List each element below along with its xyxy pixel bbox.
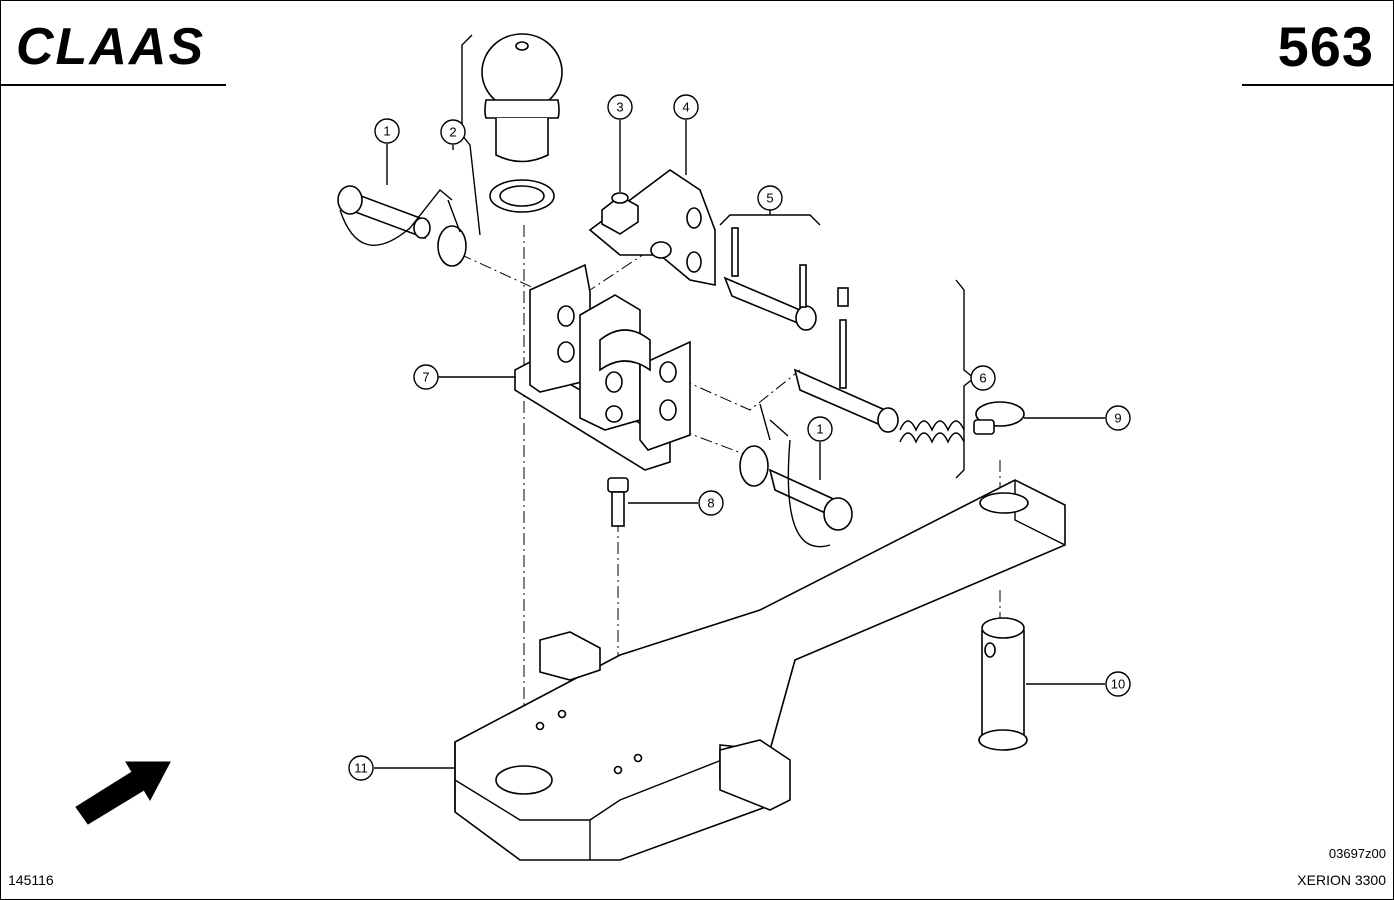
callout-8: 8: [698, 490, 724, 516]
document-id: 145116: [8, 872, 54, 888]
callout-label: 5: [766, 191, 773, 206]
part-pin-6: [793, 287, 965, 444]
callout-label: 2: [449, 125, 456, 140]
callout-7: 7: [413, 364, 439, 390]
brand-logo-text: CLAAS: [16, 18, 205, 74]
part-linch-pin-lower: [739, 403, 853, 548]
arrow-up-right-icon: [75, 761, 171, 825]
header-rule-right: [1242, 84, 1394, 86]
callout-leaders: [374, 120, 1105, 769]
part-linch-pin-upper: [337, 185, 467, 267]
callout-label: 4: [682, 100, 689, 115]
callout-9: 9: [1105, 405, 1131, 431]
part-pin-5: [723, 227, 817, 331]
callout-3: 3: [607, 94, 633, 120]
callout-1-upper: 1: [374, 118, 400, 144]
brand-logo: CLAAS: [12, 18, 238, 76]
callout-label: 6: [979, 371, 986, 386]
model-name: XERION 3300: [1297, 872, 1386, 888]
callout-label: 3: [616, 100, 623, 115]
part-pivot-pin: [978, 617, 1028, 751]
header-rule-left: [0, 84, 226, 86]
part-ball-head: [481, 33, 563, 213]
callout-4: 4: [673, 94, 699, 120]
callout-label: 8: [707, 496, 714, 511]
page-number: 563: [1277, 15, 1374, 78]
part-jaw-block: [588, 169, 716, 286]
part-lynch-pin: [973, 401, 1025, 435]
callout-5: 5: [757, 185, 783, 211]
drawing-reference: 03697z00: [1328, 846, 1386, 861]
callout-label: 1: [383, 124, 390, 139]
callout-label: 11: [354, 761, 368, 776]
callout-11: 11: [348, 755, 374, 781]
callout-label: 1: [816, 422, 823, 437]
callout-1-lower: 1: [807, 416, 833, 442]
callout-2: 2: [440, 119, 466, 145]
callout-label: 7: [422, 370, 429, 385]
part-drawbar: [454, 479, 1066, 861]
callout-label: 9: [1114, 411, 1121, 426]
part-clevis-housing: [514, 263, 691, 471]
bracket-5: [719, 214, 821, 226]
part-bolt: [607, 477, 629, 527]
callout-label: 10: [1111, 677, 1125, 692]
claas-logo: CLAAS: [16, 18, 205, 76]
callout-10: 10: [1105, 671, 1131, 697]
callout-6: 6: [970, 365, 996, 391]
